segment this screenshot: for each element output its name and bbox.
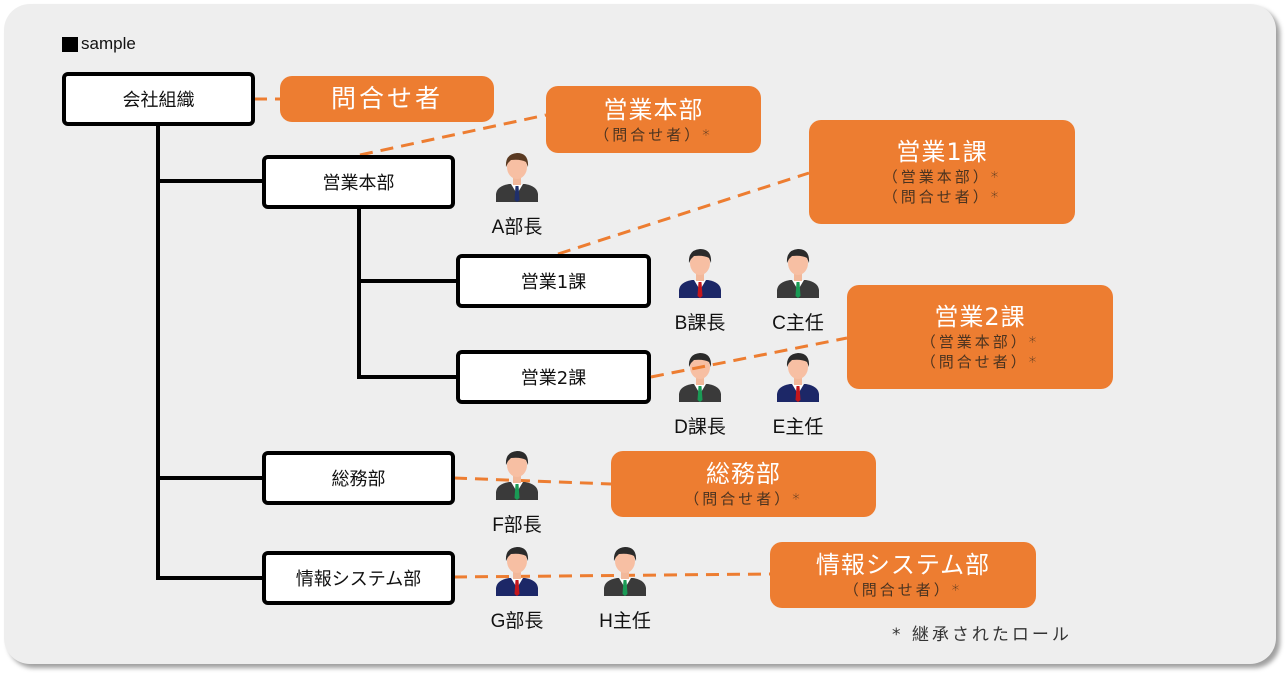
person-label: A部長 xyxy=(491,217,543,238)
person-icon xyxy=(676,246,724,300)
inherited-role: （問合せ者）* xyxy=(843,581,963,599)
dash-eigyo1 xyxy=(557,171,810,256)
role-box-somu[interactable]: 総務部 （問合せ者）* xyxy=(611,451,876,517)
org-node-eigyo1[interactable]: 営業1課 xyxy=(456,254,651,308)
org-node-label: 営業本部 xyxy=(322,173,395,194)
person-icon xyxy=(774,246,822,300)
person-label: G部長 xyxy=(490,611,544,632)
role-title: 営業2課 xyxy=(934,303,1026,331)
inherited-role: （営業本部）* xyxy=(920,333,1040,351)
footnote-inherited-role: * 継承されたロール xyxy=(892,625,1072,645)
dash-joho xyxy=(453,572,771,579)
person-icon xyxy=(493,448,541,502)
role-title: 情報システム部 xyxy=(815,551,991,579)
org-node-label: 会社組織 xyxy=(122,90,195,111)
inherited-role: （問合せ者）* xyxy=(684,490,803,508)
org-node-somu[interactable]: 総務部 xyxy=(262,451,455,505)
person-icon xyxy=(601,544,649,598)
person-label: E主任 xyxy=(772,417,824,438)
inherited-role: （問合せ者）* xyxy=(594,125,713,144)
org-node-label: 総務部 xyxy=(331,469,386,490)
person-label: C主任 xyxy=(772,313,824,334)
role-box-root[interactable]: 問合せ者 xyxy=(280,76,494,122)
role-box-eigyo1[interactable]: 営業1課 （営業本部）* （問合せ者）* xyxy=(809,120,1075,224)
person-label: F部長 xyxy=(492,515,542,536)
org-node-eigyo-honbu[interactable]: 営業本部 xyxy=(262,155,455,209)
org-node-root[interactable]: 会社組織 xyxy=(62,72,255,126)
role-box-eigyo2[interactable]: 営業2課 （営業本部）* （問合せ者）* xyxy=(847,285,1113,389)
org-node-label: 営業2課 xyxy=(520,368,587,389)
caption-text: sample xyxy=(81,34,136,53)
person-icon xyxy=(493,544,541,598)
org-node-label: 情報システム部 xyxy=(295,569,422,590)
dash-somu xyxy=(453,476,612,486)
person-label: B課長 xyxy=(674,313,726,334)
person-icon xyxy=(493,150,541,204)
role-dashed-lines xyxy=(254,97,810,579)
role-title: 営業本部 xyxy=(603,95,704,124)
org-node-joho[interactable]: 情報システム部 xyxy=(262,551,455,605)
org-node-eigyo2[interactable]: 営業2課 xyxy=(456,350,651,404)
role-title: 問合せ者 xyxy=(330,84,443,113)
role-box-joho[interactable]: 情報システム部 （問合せ者）* xyxy=(770,542,1036,608)
org-node-label: 営業1課 xyxy=(520,272,587,293)
role-box-eigyo-honbu[interactable]: 営業本部 （問合せ者）* xyxy=(546,86,761,153)
inherited-role: （問合せ者）* xyxy=(882,188,1002,206)
role-title: 営業1課 xyxy=(896,138,988,166)
dash-eigyo-honbu xyxy=(359,113,547,157)
role-title: 総務部 xyxy=(706,460,781,488)
inherited-role: （営業本部）* xyxy=(882,168,1002,186)
square-bullet-icon xyxy=(62,36,78,52)
caption: sample xyxy=(62,34,136,54)
person-icon xyxy=(774,350,822,404)
inherited-role: （問合せ者）* xyxy=(920,353,1040,371)
person-label: D課長 xyxy=(674,417,726,438)
person-label: H主任 xyxy=(599,611,651,632)
person-icon xyxy=(676,350,724,404)
org-tree-lines xyxy=(156,124,458,580)
